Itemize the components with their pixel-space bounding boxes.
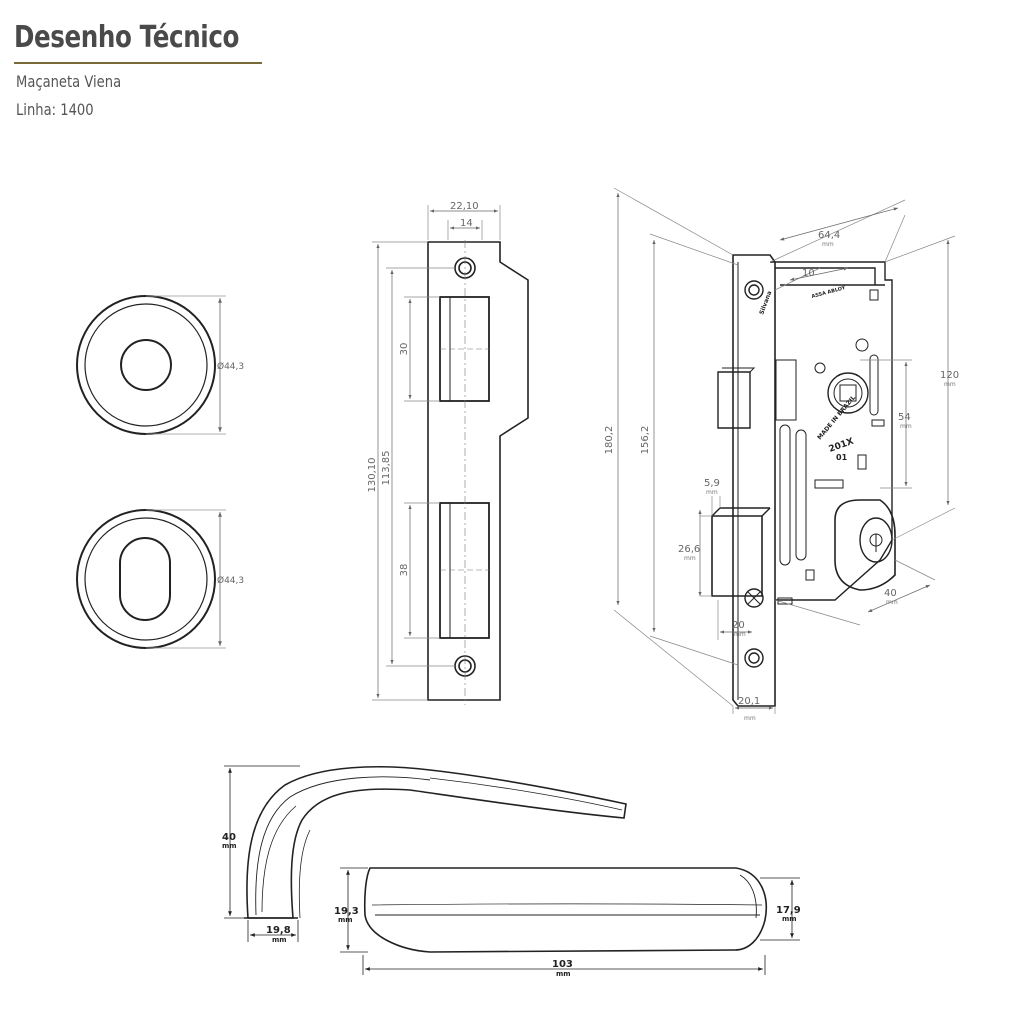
lever-height: 19,3 [334,906,359,917]
oval-rosette [76,509,226,649]
lock-depth: 64,4 [818,230,840,241]
cylinder-backset: 40 [884,588,897,599]
strike-height-holes: 113,85 [381,451,392,486]
strike-upper-slot: 30 [399,343,410,356]
lock-center-distance-unit: mm [900,423,912,430]
latch-projection-unit: mm [706,489,718,496]
brand-engraving: Silvana [758,290,773,316]
handle-height-unit: mm [222,842,237,850]
page-title: Desenho Técnico [14,20,239,55]
faceplate-width: 20,1 [738,696,760,707]
oval-rosette-diameter: Ø44,3 [217,575,244,586]
handle-side-view [244,765,627,919]
product-name: Maçaneta Viena [16,72,122,91]
strike-plate-dimensions [372,205,501,701]
lock-backset-small: 10 [802,268,815,279]
lever-tip: 17,9 [776,905,801,916]
lock-case-height-unit: mm [944,381,956,388]
faceplate-width-unit: mm [744,715,756,722]
lock-height-total: 180,2 [604,426,615,455]
round-rosette [76,295,226,435]
maker-engraving: ASSA ABLOY [811,285,847,300]
lock-center-distance: 54 [898,412,911,423]
latch-projection: 5,9 [704,478,720,489]
cylinder-backset-unit: mm [886,599,898,606]
handle-top-view [363,867,767,953]
handle-base-width-unit: mm [272,936,287,944]
handle-height: 40 [222,832,236,843]
lock-depth-unit: mm [822,241,834,248]
model-sub-engraving: 01 [836,453,848,462]
round-rosette-diameter: Ø44,3 [217,361,244,372]
lock-body [711,254,896,707]
handle-base-width: 19,8 [266,925,291,936]
strike-plate [427,240,529,705]
latch-height: 26,6 [678,544,700,555]
bolt-offset: 20 [732,620,745,631]
strike-width-total: 22,10 [450,201,479,212]
lock-height-faceplate: 156,2 [640,426,651,455]
header: Desenho Técnico Maçaneta Viena Linha: 14… [14,20,264,119]
strike-lower-slot: 38 [399,564,410,577]
latch-height-unit: mm [684,555,696,562]
handle-length-unit: mm [556,970,571,978]
strike-width-inner: 14 [460,218,473,229]
lever-height-unit: mm [338,916,353,924]
title-underline [14,62,262,64]
lock-body-dimensions [613,187,956,714]
bolt-offset-unit: mm [734,631,746,638]
strike-height-total: 130,10 [367,458,378,493]
lock-case-height: 120 [940,370,959,381]
handle-side-dimensions [224,765,300,942]
product-line: Linha: 1400 [16,100,94,119]
handle-top-dimensions [340,867,800,975]
handle-length: 103 [552,959,573,970]
lever-tip-unit: mm [782,915,797,923]
